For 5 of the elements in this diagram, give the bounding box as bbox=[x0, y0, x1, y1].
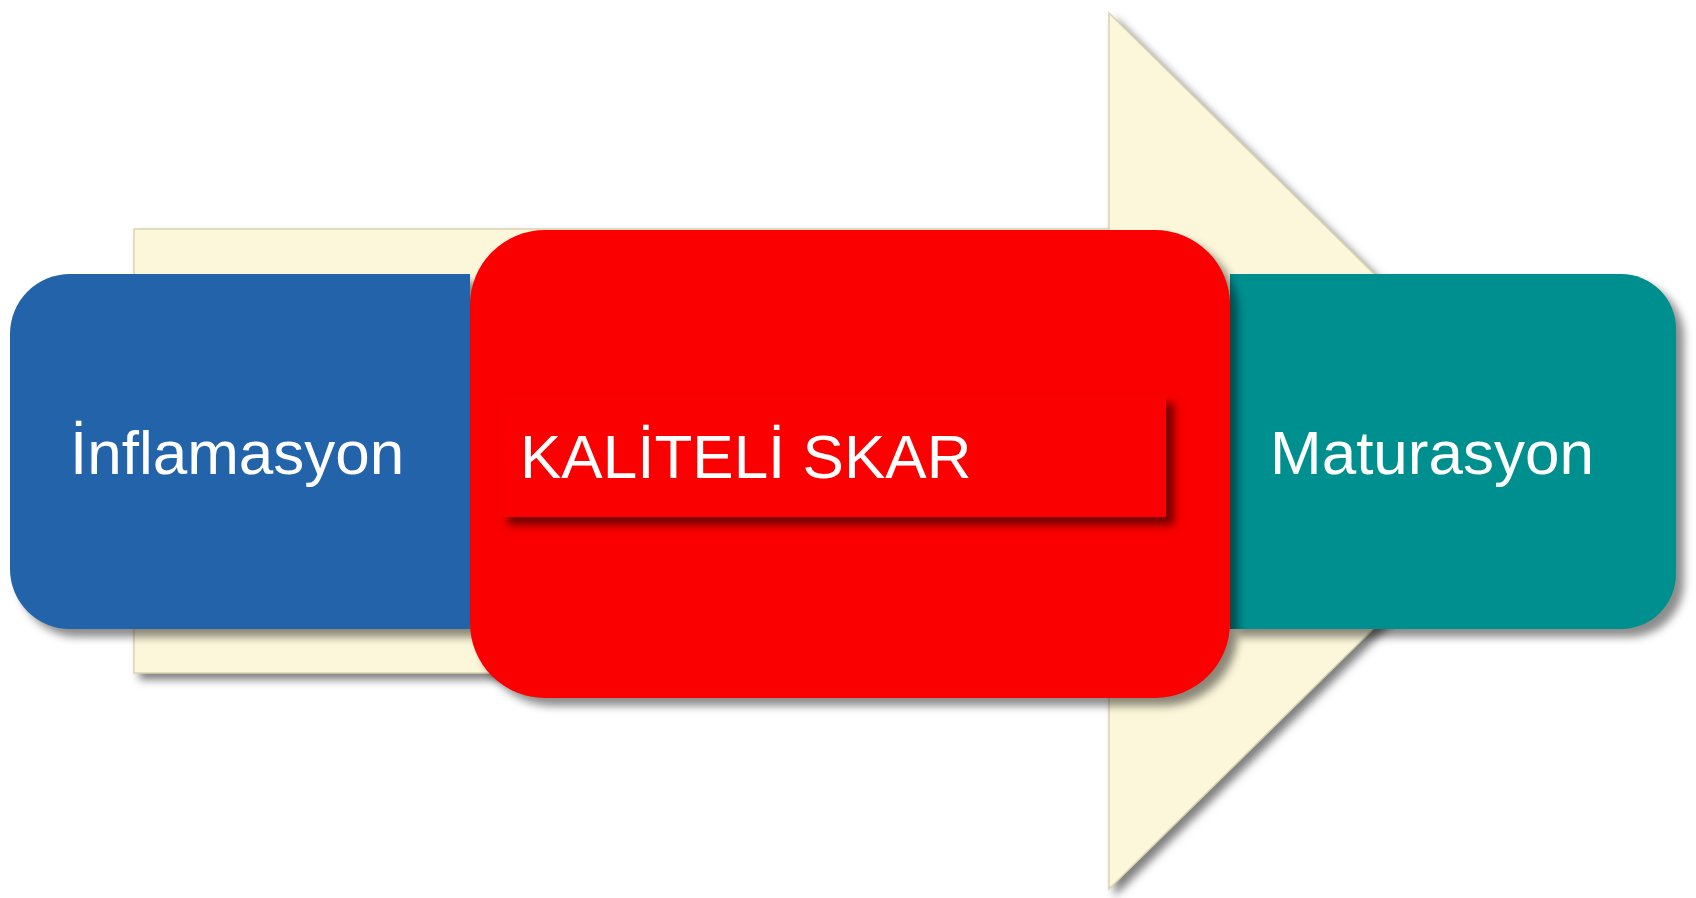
stage-label: Maturasyon bbox=[1270, 416, 1594, 487]
stage-label: İnflamasyon bbox=[70, 416, 405, 487]
stage-box bbox=[10, 274, 470, 629]
stage-box bbox=[1230, 274, 1676, 629]
stage-label: KALİTELİ SKAR bbox=[520, 420, 972, 492]
